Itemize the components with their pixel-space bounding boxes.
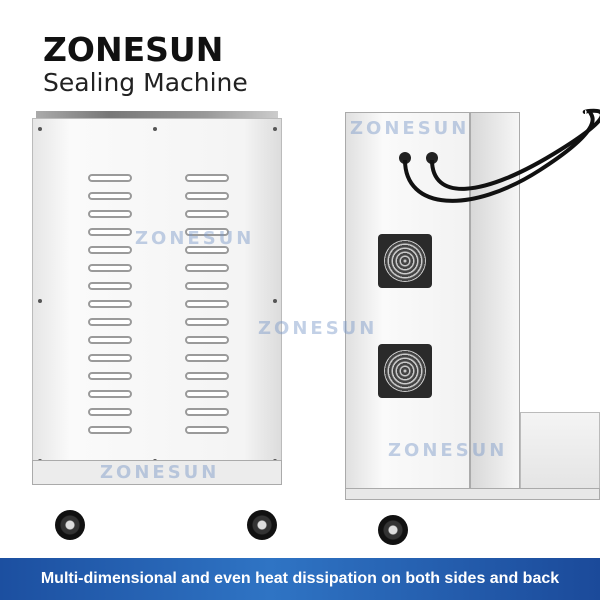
vent-slot	[88, 264, 132, 272]
vent-slot	[185, 354, 229, 362]
caption-banner: Multi-dimensional and even heat dissipat…	[0, 558, 600, 600]
vent-slot	[185, 228, 229, 236]
vent-slot	[185, 372, 229, 380]
vent-slot	[185, 336, 229, 344]
caster-wheel-icon	[55, 510, 85, 540]
vent-slot	[185, 264, 229, 272]
cabinet-top	[36, 111, 278, 121]
vent-slot	[88, 426, 132, 434]
brand-title: ZONESUN	[43, 30, 224, 69]
vent-slot	[88, 372, 132, 380]
vent-slot	[185, 318, 229, 326]
watermark: ZONESUN	[388, 440, 508, 461]
vent-slot	[88, 354, 132, 362]
vent-slot	[185, 210, 229, 218]
watermark: ZONESUN	[135, 228, 255, 249]
vent-slot	[88, 192, 132, 200]
vent-slot	[185, 282, 229, 290]
screw-icon	[38, 127, 42, 131]
cooling-fan-icon	[378, 234, 432, 288]
cabinet-base	[32, 460, 282, 485]
screw-icon	[153, 127, 157, 131]
vent-slot	[185, 426, 229, 434]
caster-wheel-icon	[247, 510, 277, 540]
vent-slot	[88, 408, 132, 416]
cooling-fan-icon	[378, 344, 432, 398]
vent-slot	[88, 174, 132, 182]
screw-icon	[273, 127, 277, 131]
watermark: ZONESUN	[258, 318, 378, 339]
caster-wheel-icon	[378, 515, 408, 545]
vent-slot	[185, 174, 229, 182]
frame-rail	[520, 412, 600, 492]
vent-slot	[185, 390, 229, 398]
vent-slot	[88, 282, 132, 290]
vent-slot	[88, 246, 132, 254]
vent-slot	[185, 408, 229, 416]
caption-text: Multi-dimensional and even heat dissipat…	[40, 570, 560, 587]
vent-slot	[185, 246, 229, 254]
cabinet-back-panel	[32, 118, 282, 478]
product-subtitle: Sealing Machine	[43, 68, 248, 97]
vent-slot	[88, 318, 132, 326]
vent-slot	[185, 192, 229, 200]
screw-icon	[38, 299, 42, 303]
vent-slot	[88, 300, 132, 308]
watermark: ZONESUN	[350, 118, 470, 139]
vent-slot	[88, 390, 132, 398]
vent-slot	[185, 300, 229, 308]
screw-icon	[273, 299, 277, 303]
watermark: ZONESUN	[100, 462, 220, 483]
vent-slot	[88, 228, 132, 236]
vent-slot	[88, 210, 132, 218]
vent-slot	[88, 336, 132, 344]
